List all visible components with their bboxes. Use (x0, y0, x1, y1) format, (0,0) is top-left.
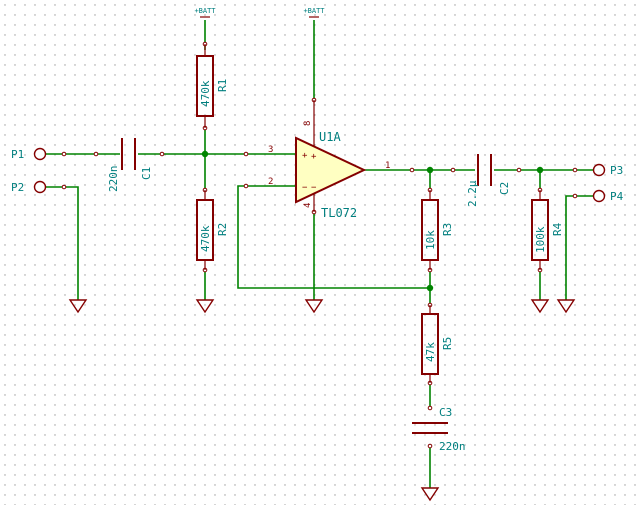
u1-value: TL072 (321, 206, 357, 220)
capacitor-c1[interactable]: 220n C1 (93, 138, 165, 193)
plus-input-symbol: + (302, 151, 308, 161)
c1-ref: C1 (140, 167, 153, 180)
ground-symbol (420, 487, 440, 502)
port-p4[interactable]: P4 (572, 189, 624, 203)
resistor-r5[interactable]: 47k R5 (421, 302, 454, 386)
pin-number: 4 (303, 203, 313, 208)
r1-ref: R1 (216, 79, 229, 92)
resistor-r1[interactable]: 470k R1 (196, 41, 229, 131)
capacitor-c3[interactable]: C3 220n (412, 405, 466, 453)
opamp-u1a[interactable]: + − + − 3 2 1 8 4 U1A TL072 (243, 97, 415, 220)
pin-number: 3 (268, 145, 273, 155)
r2-value: 470k (199, 225, 212, 252)
junction-dot (426, 166, 434, 174)
junction-dot (536, 166, 544, 174)
port-p3[interactable]: P3 (572, 163, 623, 177)
ground-symbol (304, 299, 324, 314)
power-label: +BATT (194, 7, 216, 15)
port-label: P2 (11, 181, 24, 194)
junction-dot (426, 284, 434, 292)
port-p1[interactable]: P1 (11, 147, 67, 161)
pin-number: 2 (268, 177, 273, 187)
vminus-symbol: − (311, 183, 317, 193)
c3-value: 220n (439, 440, 466, 453)
pin-number: 8 (303, 121, 313, 126)
c2-value: 2.2µ (466, 180, 479, 207)
port-label: P4 (610, 190, 624, 203)
r5-ref: R5 (441, 337, 454, 350)
vplus-symbol: + (311, 152, 317, 162)
power-label: +BATT (303, 7, 325, 15)
r1-value: 470k (199, 80, 212, 107)
r5-value: 47k (424, 342, 437, 362)
port-label: P1 (11, 148, 24, 161)
junction-dot (201, 150, 209, 158)
port-p2[interactable]: P2 (11, 180, 67, 194)
ground-symbol (530, 299, 550, 314)
pin-number: 1 (385, 161, 390, 171)
ground-symbol (68, 299, 88, 314)
u1-ref: U1A (319, 130, 341, 144)
capacitor-c2[interactable]: 2.2µ C2 (450, 154, 522, 207)
power-batt-r1: +BATT (194, 7, 216, 18)
c1-value: 220n (107, 166, 120, 193)
r3-value: 10k (424, 230, 437, 250)
ground-symbol (556, 299, 576, 314)
port-label: P3 (610, 164, 623, 177)
ground-symbol (195, 299, 215, 314)
r3-ref: R3 (441, 223, 454, 236)
resistor-r4[interactable]: 100k R4 (531, 187, 564, 273)
c3-ref: C3 (439, 406, 452, 419)
resistor-r2[interactable]: 470k R2 (196, 187, 229, 273)
r4-value: 100k (534, 226, 547, 253)
wires (46, 20, 593, 488)
resistor-r3[interactable]: 10k R3 (421, 187, 454, 273)
c2-ref: C2 (498, 182, 511, 195)
r2-ref: R2 (216, 223, 229, 236)
r4-ref: R4 (551, 222, 564, 236)
power-batt-u1: +BATT (303, 7, 325, 18)
minus-input-symbol: − (302, 183, 308, 193)
